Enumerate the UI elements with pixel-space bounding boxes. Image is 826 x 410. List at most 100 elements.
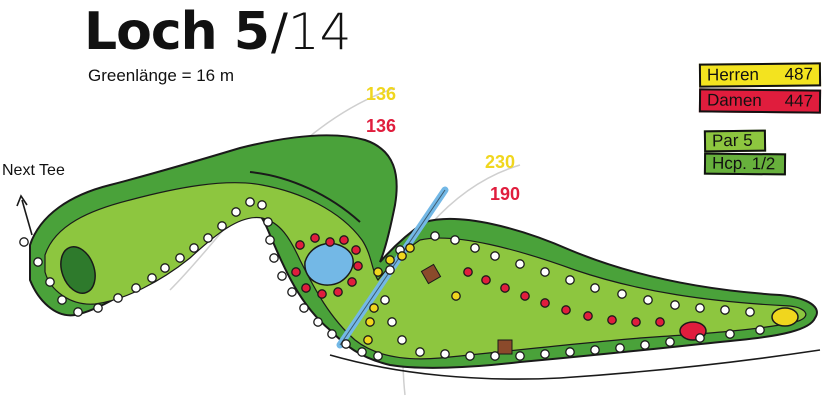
arrow-head	[16, 194, 28, 207]
hole-number: Loch 5	[84, 2, 270, 62]
damen-label: Damen	[706, 90, 762, 111]
boundary-stake	[299, 303, 309, 313]
green	[60, 246, 96, 294]
boundary-stake	[257, 200, 267, 210]
boundary-stake	[615, 343, 625, 353]
marker-brown	[497, 339, 513, 355]
boundary-stake	[387, 317, 397, 327]
hazard-stake-red	[333, 287, 343, 297]
boundary-stake	[147, 273, 157, 283]
hazard-stake-red	[301, 283, 311, 293]
cart-path	[329, 349, 821, 380]
boundary-stake	[515, 259, 525, 269]
boundary-stake	[490, 351, 500, 361]
boundary-stake	[73, 307, 83, 317]
boundary-stake	[357, 347, 367, 357]
boundary-stake	[565, 275, 575, 285]
boundary-stake	[277, 271, 287, 281]
boundary-stake	[287, 287, 297, 297]
distance-red-1: 136	[366, 116, 397, 136]
boundary-stake	[755, 325, 765, 335]
boundary-stake	[695, 333, 705, 343]
boundary-stake	[203, 233, 213, 243]
boundary-stake	[93, 303, 103, 313]
boundary-stake	[450, 235, 460, 245]
boundary-stake	[415, 347, 425, 357]
distance-arc-230	[429, 164, 521, 226]
hazard-stake-red	[540, 298, 550, 308]
boundary-stake	[720, 305, 730, 315]
green-length: Greenlänge = 16 m	[88, 66, 235, 85]
hazard-stake-red	[291, 267, 301, 277]
boundary-stake	[265, 235, 275, 245]
boundary-stake	[695, 303, 705, 313]
boundary-stake	[490, 251, 500, 261]
boundary-stake	[397, 335, 407, 345]
hazard-stake-red	[481, 275, 491, 285]
hazard-stake-yellow	[405, 243, 415, 253]
boundary-stake	[665, 337, 675, 347]
distance-red-2: 190	[490, 184, 521, 204]
boundary-stake	[131, 283, 141, 293]
boundary-stake	[33, 257, 43, 267]
boundary-stake	[313, 317, 323, 327]
boundary-stake	[440, 349, 450, 359]
hazard-stake-yellow	[373, 267, 383, 277]
boundary-stake	[540, 267, 550, 277]
hcp-label: Hcp. 1/2	[711, 153, 776, 174]
boundary-stake	[380, 295, 390, 305]
title-separator: /	[271, 3, 288, 61]
hazard-stake-red	[631, 317, 641, 327]
water-hazard	[304, 242, 354, 286]
hazard-stake-red	[463, 267, 473, 277]
boundary-stake	[19, 237, 29, 247]
hazard-stake-red	[655, 317, 665, 327]
hazard-stake-yellow	[363, 335, 373, 345]
hazard-stake-red	[339, 235, 349, 245]
par-label: Par 5	[711, 130, 753, 151]
next-tee-arrow	[21, 199, 33, 236]
hazard-stake-red	[520, 291, 530, 301]
hazard-stake-yellow	[369, 303, 379, 313]
hazard-stake-red	[353, 261, 363, 271]
boundary-stake	[515, 351, 525, 361]
herren-badge: Herren 487	[698, 62, 822, 88]
boundary-stake	[643, 295, 653, 305]
boundary-stake	[590, 345, 600, 355]
hazard-stake-yellow	[451, 291, 461, 301]
boundary-stake	[540, 349, 550, 359]
boundary-stake	[269, 253, 279, 263]
boundary-stake	[175, 253, 185, 263]
boundary-stake	[160, 263, 170, 273]
hazard-stake-red	[583, 311, 593, 321]
boundary-stake	[217, 221, 227, 231]
boundary-stake	[57, 295, 67, 305]
boundary-stake	[373, 351, 383, 361]
hazard-stake-red	[310, 233, 320, 243]
hazard-stake-red	[351, 245, 361, 255]
par-badge: Par 5	[703, 129, 767, 153]
page-title: Loch 5 / 14	[84, 2, 351, 62]
boundary-stake	[327, 329, 337, 339]
boundary-stake	[231, 207, 241, 217]
boundary-stake	[725, 329, 735, 339]
boundary-stake	[113, 293, 123, 303]
boundary-stake	[263, 217, 273, 227]
damen-value: 447	[784, 91, 814, 111]
herren-value: 487	[784, 64, 814, 84]
boundary-stake	[430, 231, 440, 241]
boundary-stake	[745, 307, 755, 317]
hazard-stake-red	[561, 305, 571, 315]
hazard-stake-red	[295, 240, 305, 250]
dogleg-line	[249, 171, 361, 223]
hcp-badge: Hcp. 1/2	[703, 152, 787, 176]
herren-label: Herren	[706, 65, 760, 85]
distance-yellow-2: 230	[485, 152, 516, 172]
boundary-stake	[385, 265, 395, 275]
hole-total: 14	[287, 3, 352, 61]
boundary-stake	[617, 289, 627, 299]
boundary-stake	[565, 347, 575, 357]
hazard-stake-red	[325, 237, 335, 247]
boundary-stake	[470, 243, 480, 253]
